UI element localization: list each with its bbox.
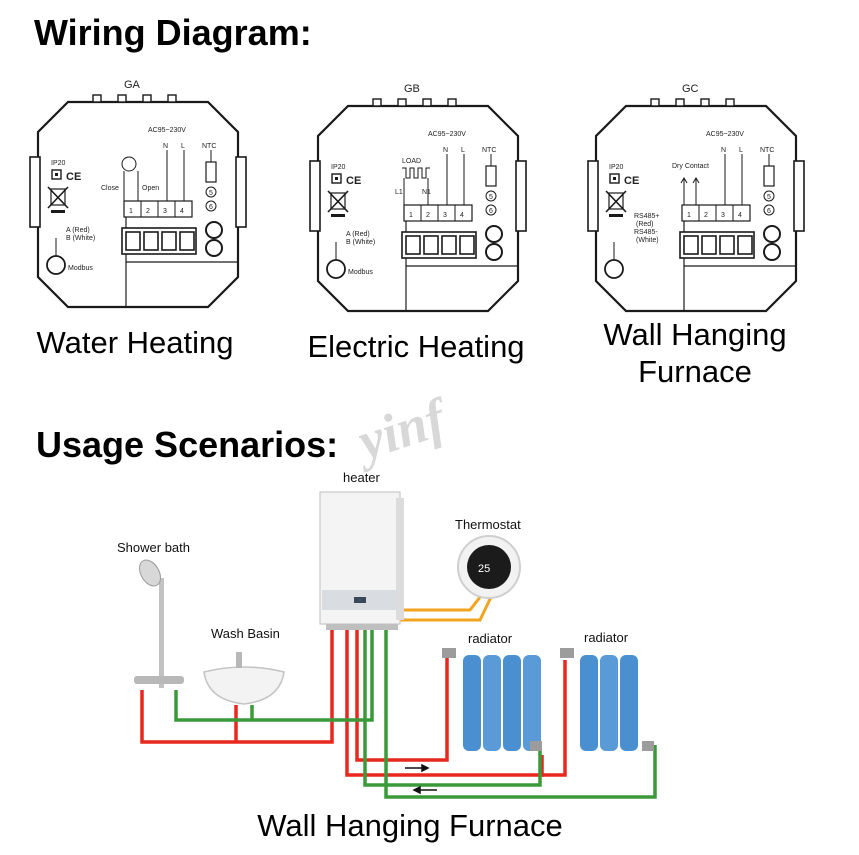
heater-boiler (319, 491, 404, 630)
terminal-2: 2 (704, 212, 708, 219)
caption-electric-heating: Electric Heating (307, 329, 525, 364)
watermark-text: yinf (345, 386, 457, 473)
terminal-6: 6 (767, 208, 771, 215)
terminal-4: 4 (180, 208, 184, 215)
voltage-label: AC95~230V (706, 131, 744, 138)
terminal-3: 3 (721, 212, 725, 219)
close-label: Close (101, 185, 119, 192)
l1-label: L1 (395, 189, 403, 196)
ntc-label: NTC (482, 147, 496, 154)
wash-basin (203, 652, 285, 705)
panel-model-label: GB (404, 83, 420, 95)
terminal-1: 1 (129, 208, 133, 215)
terminal-n-label: N (721, 147, 726, 154)
terminal-3: 3 (163, 208, 167, 215)
modbus-label: Modbus (68, 265, 93, 272)
valve-symbol-icon (121, 156, 137, 172)
terminal-3: 3 (443, 212, 447, 219)
caption-wall-hanging-furnace: Wall Hanging Furnace (603, 317, 787, 390)
ntc-label: NTC (760, 147, 774, 154)
scenario-caption: Wall Hanging Furnace (257, 808, 563, 843)
rs485-minus-label: RS485- (634, 229, 658, 236)
radiator-2-label: radiator (584, 630, 629, 645)
terminal-1: 1 (409, 212, 413, 219)
panel-gc: GC AC95~230V IP20 CE N L NTC 1 2 3 4 5 6… (586, 83, 806, 313)
radiator-1 (442, 648, 542, 751)
panel-gb: GB AC95~230V IP20 CE N L NTC 1 2 3 4 5 6… (308, 83, 528, 313)
ntc-label: NTC (202, 143, 216, 150)
thermostat-signal-wire (396, 591, 494, 622)
terminal-5: 5 (489, 194, 493, 201)
load-heater-icon (402, 167, 430, 179)
ip-label: IP20 (51, 160, 66, 167)
terminal-n-label: N (443, 147, 448, 154)
panel-model-label: GC (682, 83, 699, 95)
ip-label: IP20 (609, 164, 624, 171)
bus-a-label: A (Red) (66, 227, 90, 234)
caption-water-heating: Water Heating (36, 325, 234, 360)
modbus-label: Modbus (348, 269, 373, 276)
terminal-6: 6 (209, 204, 213, 211)
bus-b-label: B (White) (346, 239, 375, 246)
ce-mark: CE (346, 175, 361, 187)
terminal-5: 5 (767, 194, 771, 201)
terminal-1: 1 (687, 212, 691, 219)
rs485-plus-color: (Red) (636, 221, 654, 228)
n1-label: N1 (422, 189, 431, 196)
terminal-n-label: N (163, 143, 168, 150)
panel-ga: GA AC95~230V IP20 CE N L NTC 1 2 3 4 5 6… (28, 79, 248, 309)
shower-bath-label: Shower bath (117, 540, 190, 555)
ce-mark: CE (66, 171, 81, 183)
dry-contact-label: Dry Contact (672, 163, 709, 170)
terminal-2: 2 (146, 208, 150, 215)
radiator-2 (560, 648, 654, 751)
terminal-l-label: L (181, 143, 185, 150)
thermostat-device: 25 (457, 535, 521, 599)
terminal-l-label: L (461, 147, 465, 154)
heater-label: heater (343, 470, 381, 485)
hot-water-pipes (140, 630, 567, 777)
ip-label: IP20 (331, 164, 346, 171)
shower-fixture (134, 559, 184, 688)
terminal-2: 2 (426, 212, 430, 219)
rs485-minus-color: (White) (636, 237, 659, 244)
wiring-diagram-heading: Wiring Diagram: (34, 12, 312, 53)
wash-basin-label: Wash Basin (211, 626, 280, 641)
load-label: LOAD (402, 158, 421, 165)
thermostat-label: Thermostat (455, 517, 521, 532)
terminal-4: 4 (460, 212, 464, 219)
bus-b-label: B (White) (66, 235, 95, 242)
voltage-label: AC95~230V (428, 131, 466, 138)
terminal-6: 6 (489, 208, 493, 215)
radiator-1-label: radiator (468, 631, 513, 646)
thermostat-display: 25 (478, 563, 490, 575)
open-label: Open (142, 185, 159, 192)
terminal-l-label: L (739, 147, 743, 154)
ce-mark: CE (624, 175, 639, 187)
flow-arrows (405, 763, 437, 795)
bus-a-label: A (Red) (346, 231, 370, 238)
panel-model-label: GA (124, 79, 141, 91)
terminal-4: 4 (738, 212, 742, 219)
rs485-plus-label: RS485+ (634, 213, 660, 220)
return-water-pipes (174, 630, 657, 799)
usage-scenarios-heading: Usage Scenarios: (36, 424, 339, 465)
voltage-label: AC95~230V (148, 127, 186, 134)
terminal-5: 5 (209, 190, 213, 197)
